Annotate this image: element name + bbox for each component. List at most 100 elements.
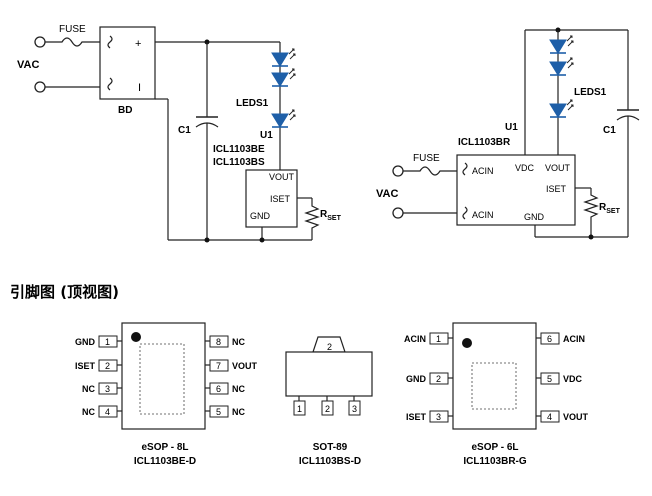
svg-text:8: 8 [216, 337, 221, 347]
esop6-pin-1: 1 ACIN [404, 332, 453, 345]
vac-terminal-top [392, 165, 404, 177]
vac-label-right: VAC [376, 188, 398, 200]
svg-text:ISET: ISET [75, 361, 96, 371]
svg-text:VDC: VDC [563, 374, 583, 384]
esop8-pin-6: 6 NC [205, 382, 245, 395]
svg-text:NC: NC [232, 337, 245, 347]
svg-text:1: 1 [105, 337, 110, 347]
led-icon [549, 35, 574, 54]
package-sot89: 2 1 2 3 SOT-89 ICL1103BS-D [285, 336, 373, 467]
leds-label: LEDS1 [236, 98, 269, 109]
svg-text:7: 7 [216, 361, 221, 371]
vac-label: VAC [17, 59, 39, 71]
vac-terminal-bottom [392, 207, 404, 219]
exposed-pad [139, 343, 185, 415]
svg-text:NC: NC [232, 407, 245, 417]
sot89-name: SOT-89 [313, 442, 348, 453]
esop8-pin-7: 7 VOUT [205, 359, 258, 372]
pin-acin-bottom: ACIN [472, 210, 494, 220]
package-esop6: 1 ACIN 2 GND 3 ISET 6 ACIN 5 VDC [404, 322, 589, 467]
esop8-part: ICL1103BE-D [134, 456, 196, 467]
c1-label-right: C1 [603, 125, 616, 136]
svg-text:4: 4 [105, 407, 110, 417]
bd-minus-label: I [138, 82, 141, 94]
led-icon [549, 57, 574, 76]
esop8-pin-5: 5 NC [205, 405, 245, 418]
sot89-pin-3: 3 [348, 396, 361, 416]
vac-terminal-bottom [34, 81, 46, 93]
pin1-marker [131, 332, 141, 342]
esop6-pin-5: 5 VDC [536, 372, 583, 385]
pin-vdc: VDC [515, 163, 535, 173]
bd-plus-label: + [135, 38, 141, 50]
svg-text:5: 5 [547, 374, 552, 384]
leds-label-right: LEDS1 [574, 87, 607, 98]
bridge-rectifier [99, 26, 156, 100]
svg-text:1: 1 [436, 334, 441, 344]
svg-text:1: 1 [297, 404, 302, 414]
pin-vout: VOUT [269, 172, 295, 182]
exposed-pad [471, 362, 517, 410]
sot89-pin-2: 2 [321, 396, 334, 416]
led-icon [549, 99, 574, 118]
fuse-label: FUSE [59, 24, 86, 35]
esop6-pin-2: 2 GND [406, 372, 453, 385]
esop8-pin-8: 8 NC [205, 335, 245, 348]
svg-text:NC: NC [232, 384, 245, 394]
bd-label: BD [118, 105, 132, 116]
svg-text:NC: NC [82, 407, 95, 417]
pin-iset: ISET [270, 194, 291, 204]
svg-text:GND: GND [406, 374, 427, 384]
svg-text:ACIN: ACIN [404, 334, 426, 344]
part-label-right: ICL1103BR [458, 137, 511, 148]
sot89-body [285, 351, 373, 397]
sot89-part: ICL1103BS-D [299, 456, 361, 467]
fuse-symbol-right [403, 166, 457, 176]
esop8-pin-2: 2 ISET [75, 359, 122, 372]
package-esop8: 1 GND 2 ISET 3 NC 4 NC 8 NC [75, 322, 258, 467]
fuse-label-right: FUSE [413, 153, 440, 164]
svg-text:6: 6 [216, 384, 221, 394]
svg-text:2: 2 [325, 404, 330, 414]
part-label-2: ICL1103BS [213, 157, 265, 168]
sot89-pin-1: 1 [293, 396, 306, 416]
u1-label-right: U1 [505, 122, 518, 133]
svg-text:3: 3 [352, 404, 357, 414]
pin1-marker [462, 338, 472, 348]
svg-text:ACIN: ACIN [563, 334, 585, 344]
esop8-name: eSOP - 8L [141, 442, 188, 453]
led-icon [271, 48, 296, 67]
svg-text:ISET: ISET [406, 412, 427, 422]
circuit-left: VAC FUSE + I BD C1 LEDS1 U1 ICL1103BE IC… [17, 24, 342, 243]
c1-label: C1 [178, 125, 191, 136]
svg-text:2: 2 [105, 361, 110, 371]
rset-label-right: RSET [599, 202, 621, 215]
esop6-name: eSOP - 6L [471, 442, 518, 453]
ic-u1-right [456, 154, 576, 226]
vac-terminal-top [34, 36, 46, 48]
pin-acin-top: ACIN [472, 166, 494, 176]
section-title: 引脚图 (顶视图) [10, 283, 119, 301]
esop8-pin-3: 3 NC [82, 382, 122, 395]
pin-gnd-right: GND [524, 212, 545, 222]
svg-text:4: 4 [547, 412, 552, 422]
svg-text:VOUT: VOUT [563, 412, 589, 422]
esop8-pin-4: 4 NC [82, 405, 122, 418]
ic-u1-left [245, 169, 298, 228]
svg-text:3: 3 [436, 412, 441, 422]
svg-text:VOUT: VOUT [232, 361, 258, 371]
svg-text:3: 3 [105, 384, 110, 394]
svg-text:2: 2 [436, 374, 441, 384]
pin-vout-right: VOUT [545, 163, 571, 173]
esop6-pin-3: 3 ISET [406, 410, 453, 423]
rset-label: RSET [320, 209, 342, 222]
esop6-part: ICL1103BR-G [463, 456, 527, 467]
led-icon [271, 68, 296, 87]
circuit-right: VAC FUSE U1 ICL1103BR ACIN VDC VOUT ISET… [376, 27, 640, 240]
pin-gnd: GND [250, 211, 271, 221]
fuse-symbol [45, 37, 100, 47]
esop6-pin-4: 4 VOUT [536, 410, 589, 423]
svg-text:NC: NC [82, 384, 95, 394]
led-icon [271, 109, 296, 128]
